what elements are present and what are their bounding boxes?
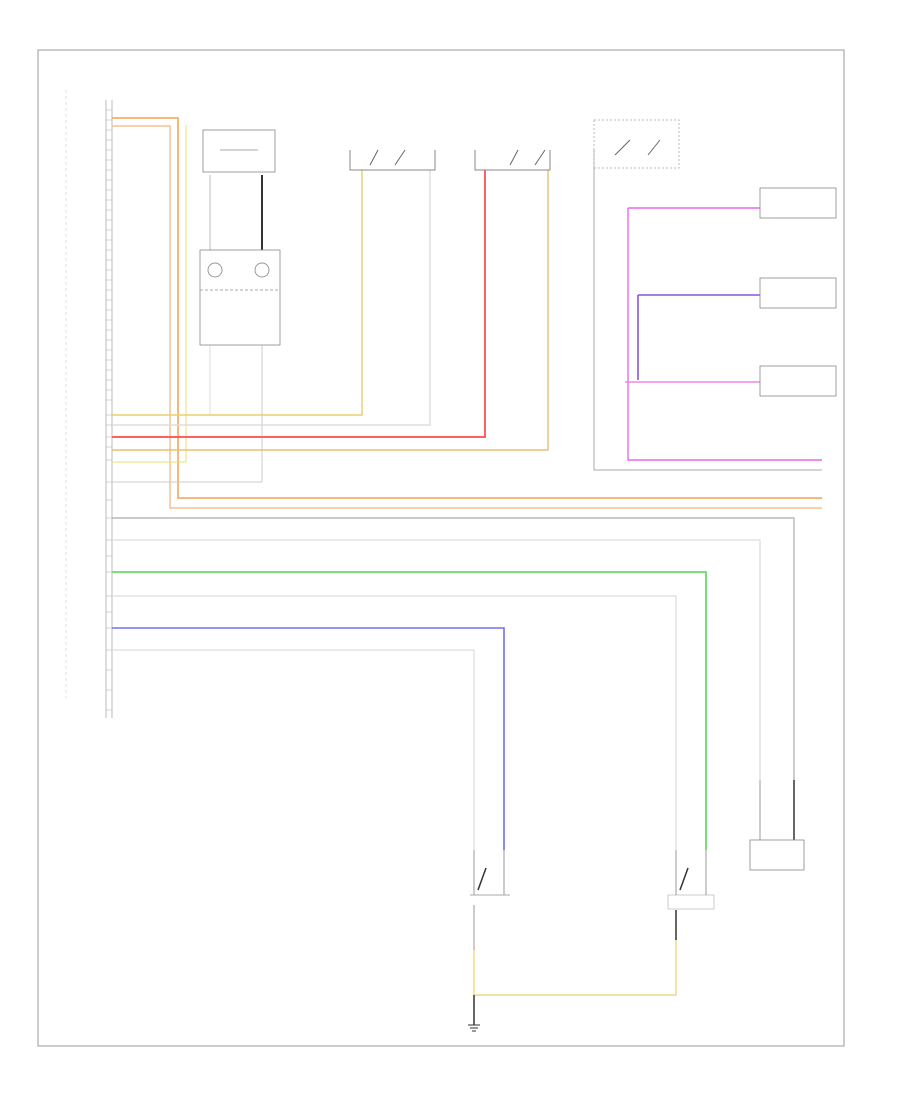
bottom-comp-2 (667, 850, 715, 940)
sensor-module (199, 249, 281, 346)
main-module (65, 90, 113, 718)
main-module-pins (106, 109, 112, 711)
sensor-circle-left-icon (207, 262, 223, 278)
sensor-circle-right-icon (254, 262, 270, 278)
bottom-comp-3 (749, 780, 805, 871)
connector-2 (759, 277, 837, 309)
diagram-frame (37, 49, 845, 1047)
wire-switches (112, 170, 549, 451)
relay-top-left (202, 129, 276, 173)
wire-upper-right (593, 150, 822, 471)
connector-1 (759, 187, 837, 219)
wire-ground (473, 940, 677, 1025)
wire-orange-top (112, 117, 822, 509)
connector-3 (759, 365, 837, 397)
wire-lower-feeds (112, 517, 795, 850)
wire-module-feeds (112, 125, 263, 483)
switch-left (349, 149, 436, 171)
bottom-comp-1 (470, 850, 510, 950)
switch-upper-right (593, 119, 680, 169)
ground-icon (468, 1024, 480, 1032)
switch-right (474, 149, 551, 171)
